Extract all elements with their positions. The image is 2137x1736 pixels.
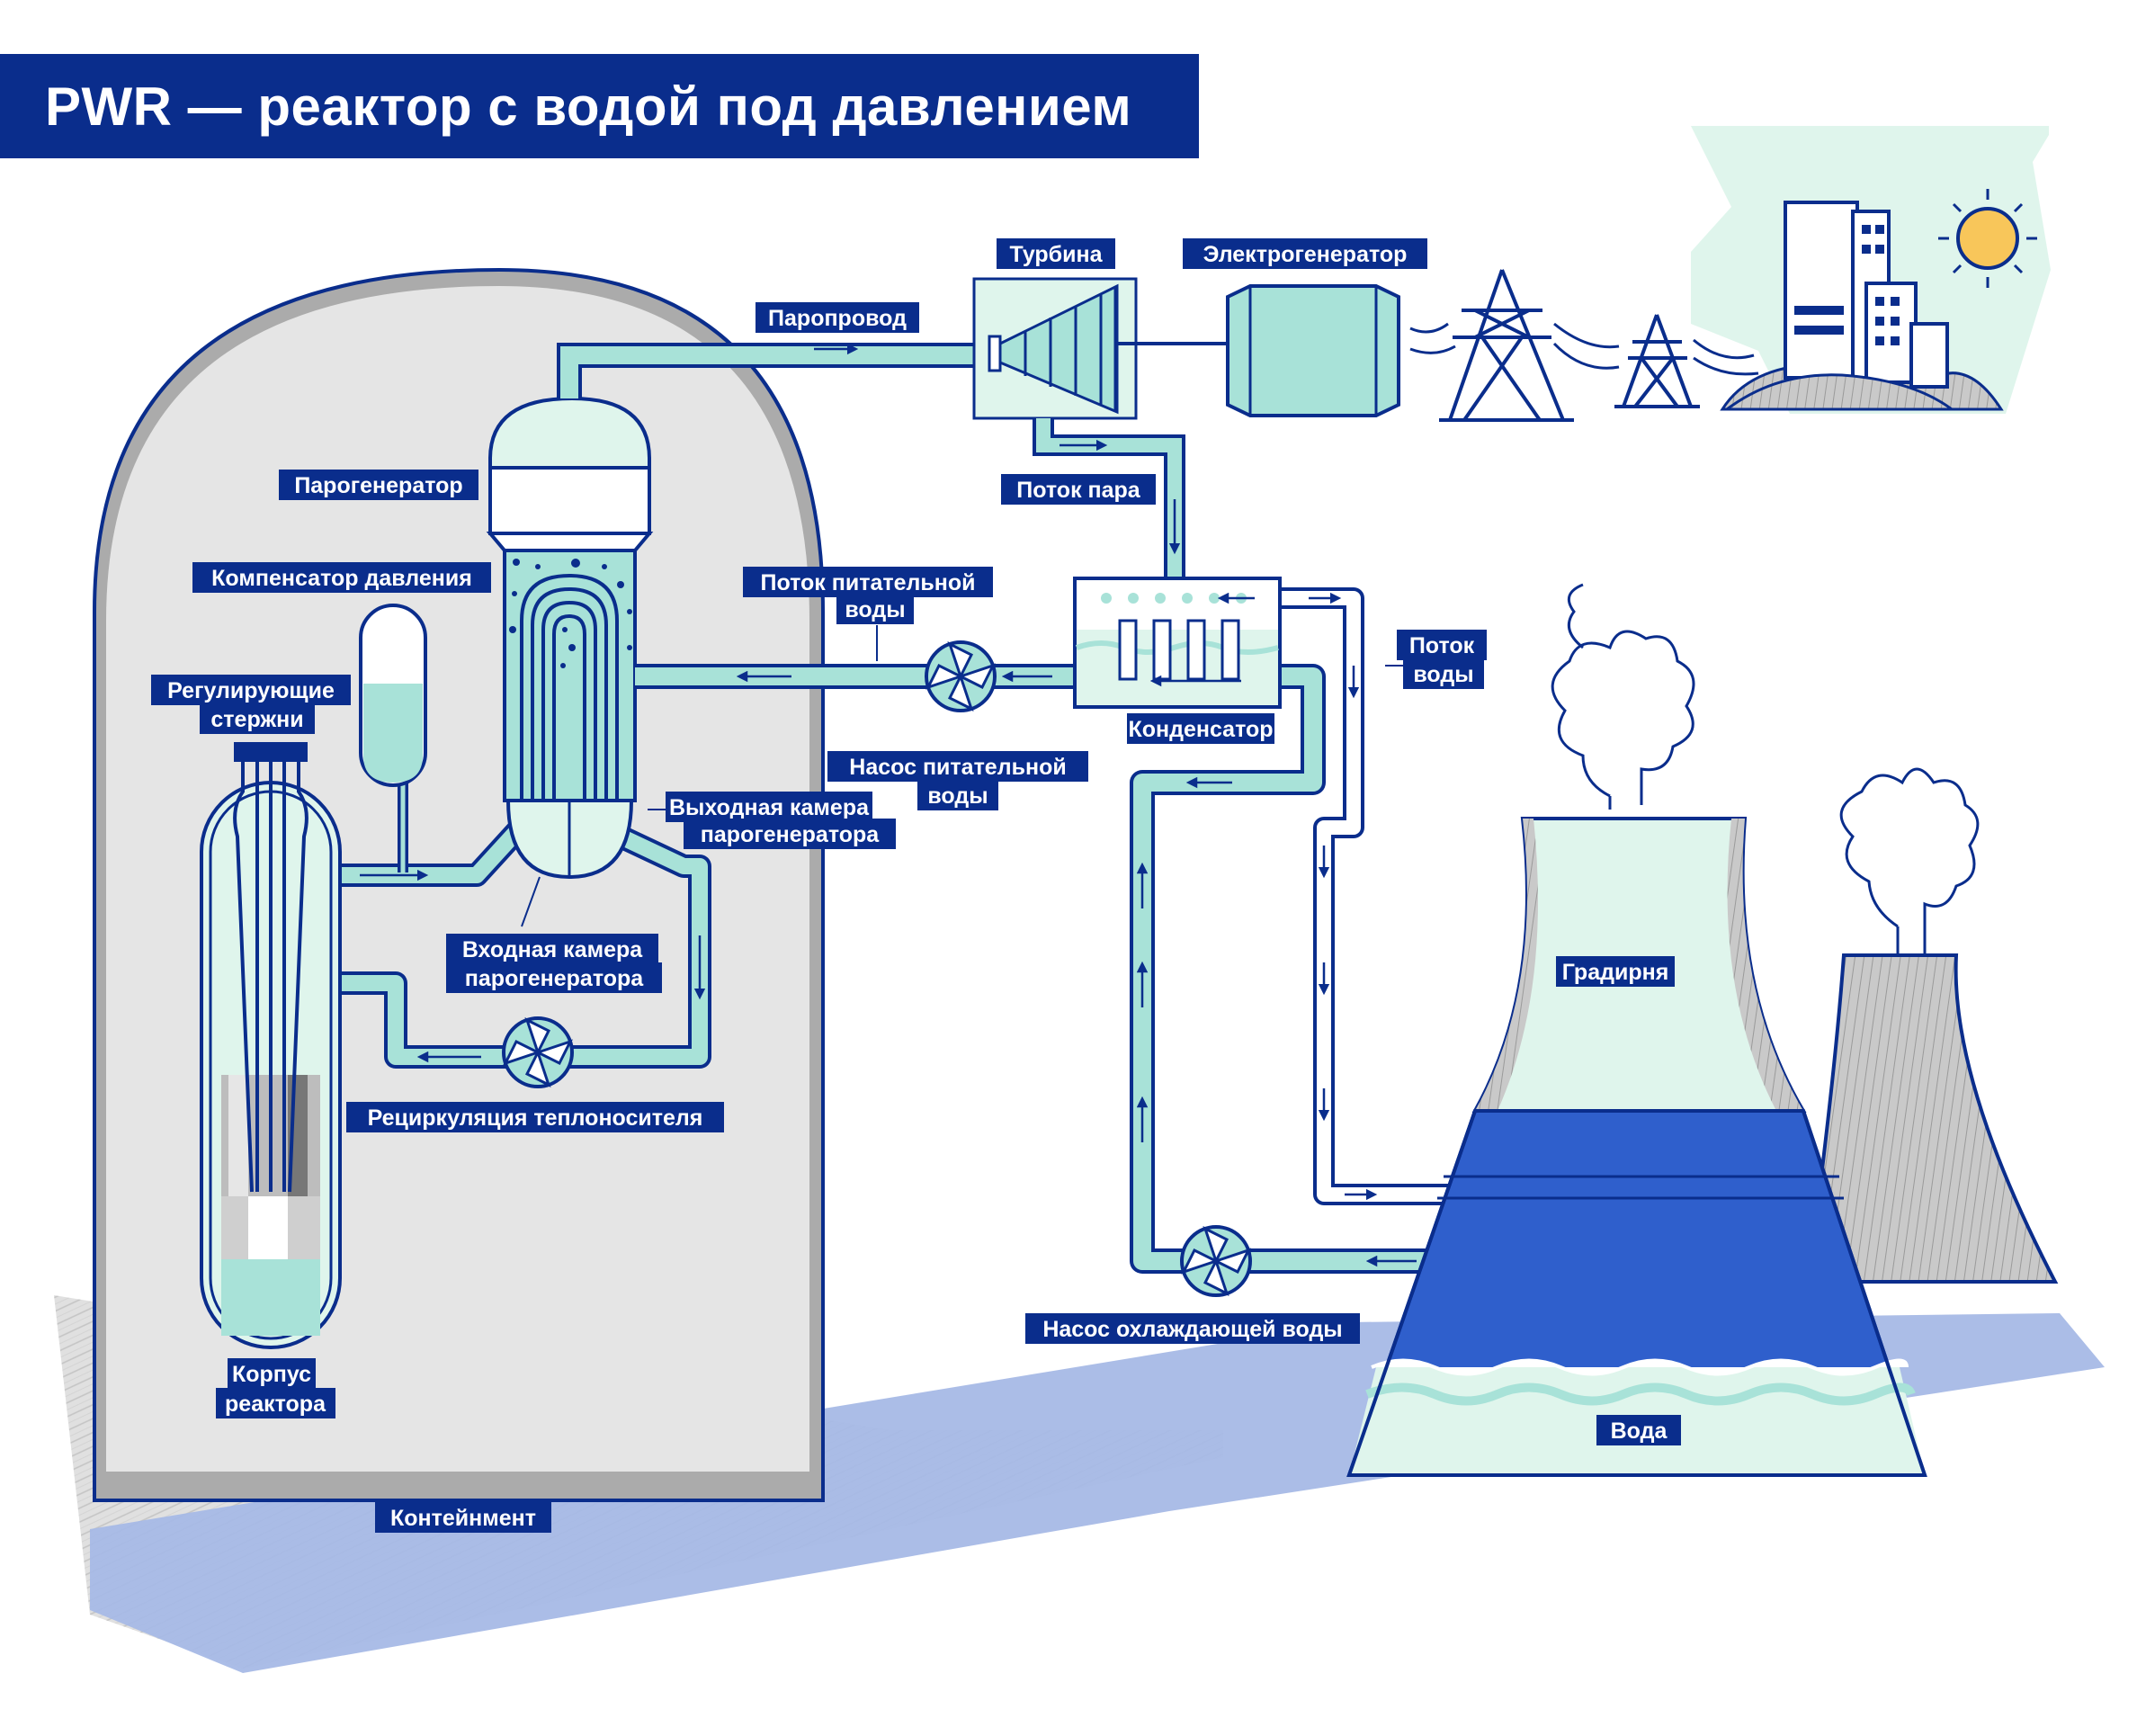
- city-scene: [1691, 126, 2051, 414]
- control-rods: [233, 742, 308, 1193]
- label-sg-inlet: Входная камера парогенератора: [446, 934, 662, 993]
- svg-text:Конденсатор: Конденсатор: [1128, 717, 1273, 742]
- svg-text:воды: воды: [927, 783, 988, 809]
- svg-text:Поток пара: Поток пара: [1016, 478, 1141, 503]
- pylon-large: [1439, 269, 1574, 422]
- pylon-small: [1614, 314, 1700, 408]
- svg-text:Паропровод: Паропровод: [768, 306, 907, 331]
- svg-text:Поток: Поток: [1409, 633, 1475, 658]
- label-steam-pipe: Паропровод: [756, 302, 919, 333]
- svg-text:воды: воды: [845, 597, 905, 622]
- svg-text:парогенератора: парогенератора: [701, 822, 880, 847]
- svg-text:Контейнмент: Контейнмент: [390, 1506, 536, 1531]
- svg-text:стержни: стержни: [210, 707, 303, 732]
- sun-icon: [1938, 189, 2037, 288]
- svg-text:реактора: реактора: [225, 1391, 326, 1417]
- svg-text:Компенсатор давления: Компенсатор давления: [211, 566, 472, 591]
- label-steam-flow: Поток пара: [1001, 474, 1156, 505]
- steam-exhaust-pipe: [1033, 418, 1185, 580]
- turbine: [972, 277, 1228, 420]
- svg-text:воды: воды: [1413, 662, 1473, 687]
- steam-pipe: [557, 343, 976, 398]
- label-reactor-vessel: Корпус реактора: [216, 1358, 335, 1418]
- pressurizer: [359, 604, 427, 787]
- label-water-flow: Поток воды: [1397, 630, 1487, 689]
- feedwater-pump-icon: [925, 640, 997, 712]
- label-feedwater-pump: Насос питательной воды: [827, 751, 1088, 810]
- svg-text:Регулирующие: Регулирующие: [167, 678, 335, 703]
- label-cooling-pump: Насос охлаждающей воды: [1025, 1313, 1360, 1344]
- primary-flow-arrows: [360, 869, 706, 1063]
- recirculation-pump-icon: [502, 1016, 574, 1088]
- condenser: [1073, 577, 1282, 709]
- svg-text:Рециркуляция теплоносителя: Рециркуляция теплоносителя: [368, 1105, 703, 1131]
- label-water: Вода: [1596, 1415, 1681, 1445]
- svg-text:Электрогенератор: Электрогенератор: [1203, 242, 1408, 267]
- label-feedwater-flow: Поток питательной воды: [743, 567, 993, 624]
- label-pressurizer: Компенсатор давления: [192, 562, 491, 593]
- label-sg-outlet: Выходная камера парогенератора: [666, 792, 896, 849]
- label-steam-generator: Парогенератор: [279, 470, 478, 500]
- label-generator: Электрогенератор: [1183, 238, 1427, 269]
- cooling-tower-background: [1805, 767, 2059, 1284]
- svg-text:парогенератора: парогенератора: [465, 966, 644, 991]
- svg-text:Корпус: Корпус: [232, 1362, 311, 1387]
- steam-generator: [486, 396, 654, 880]
- label-control-rods: Регулирующие стержни: [151, 675, 351, 734]
- cooling-water-pump-icon: [1180, 1225, 1252, 1297]
- svg-text:Входная камера: Входная камера: [462, 937, 643, 962]
- svg-text:Вода: Вода: [1611, 1418, 1668, 1444]
- label-recirculation: Рециркуляция теплоносителя: [346, 1102, 724, 1132]
- svg-text:Турбина: Турбина: [1010, 242, 1104, 267]
- title-bar: PWR — реактор с водой под давлением: [0, 54, 1199, 158]
- power-lines: [1409, 322, 1759, 376]
- generator: [1226, 284, 1400, 417]
- page-title: PWR — реактор с водой под давлением: [45, 76, 1132, 137]
- label-condenser: Конденсатор: [1127, 713, 1274, 744]
- svg-text:Градирня: Градирня: [1562, 960, 1669, 985]
- svg-text:Поток питательной: Поток питательной: [760, 570, 975, 595]
- svg-text:Выходная камера: Выходная камера: [669, 795, 870, 820]
- svg-text:Парогенератор: Парогенератор: [294, 473, 462, 498]
- svg-text:Насос питательной: Насос питательной: [849, 755, 1066, 780]
- svg-text:Насос охлаждающей воды: Насос охлаждающей воды: [1042, 1317, 1342, 1342]
- label-cooling-tower: Градирня: [1556, 956, 1675, 987]
- label-containment: Контейнмент: [375, 1502, 551, 1533]
- label-turbine: Турбина: [997, 238, 1115, 269]
